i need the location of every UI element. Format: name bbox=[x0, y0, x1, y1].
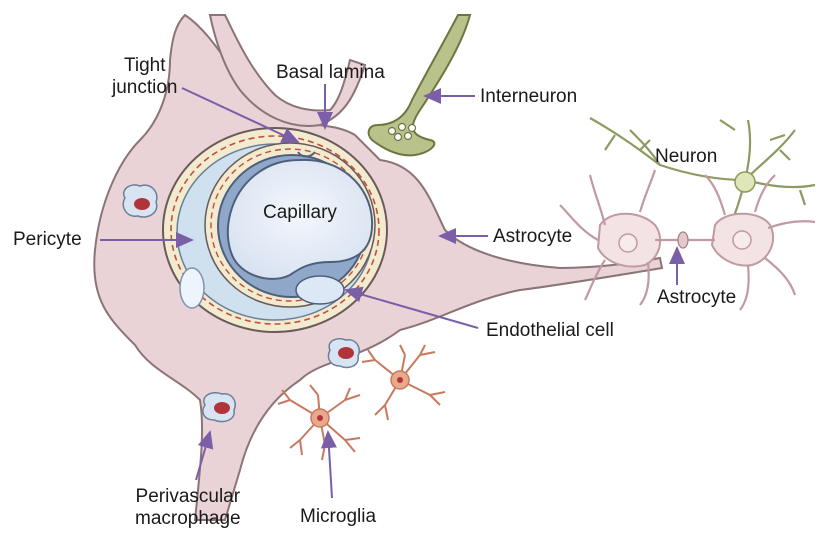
endothelial-nucleus bbox=[296, 276, 344, 304]
label-endothelial-cell: Endothelial cell bbox=[486, 320, 614, 342]
label-tight-junction: Tight junction bbox=[112, 55, 178, 99]
neuron-cell bbox=[590, 118, 815, 225]
label-interneuron: Interneuron bbox=[480, 86, 577, 108]
label-basal-lamina: Basal lamina bbox=[276, 62, 385, 84]
pericyte-nucleus bbox=[180, 268, 204, 308]
macrophage-1 bbox=[123, 185, 157, 217]
microglia-nucleus-1 bbox=[317, 415, 323, 421]
label-pericyte: Pericyte bbox=[13, 229, 82, 251]
neuron-soma bbox=[735, 172, 755, 192]
label-perivascular-macrophage: Perivascular macrophage bbox=[135, 486, 241, 530]
label-microglia: Microglia bbox=[300, 506, 376, 528]
label-astrocyte-right: Astrocyte bbox=[657, 287, 736, 309]
interneuron-body bbox=[369, 15, 470, 155]
astrocyte-right-soma-1 bbox=[619, 234, 637, 252]
macrophage-2 bbox=[328, 339, 359, 368]
label-neuron: Neuron bbox=[655, 146, 717, 168]
gap-junction bbox=[678, 232, 688, 248]
label-capillary: Capillary bbox=[263, 202, 337, 224]
astrocyte-right-soma-2 bbox=[733, 231, 751, 249]
microglia-nucleus-2 bbox=[397, 377, 403, 383]
arrow-microglia bbox=[328, 432, 332, 498]
macrophage-3 bbox=[203, 393, 235, 422]
label-astrocyte-main: Astrocyte bbox=[493, 226, 572, 248]
